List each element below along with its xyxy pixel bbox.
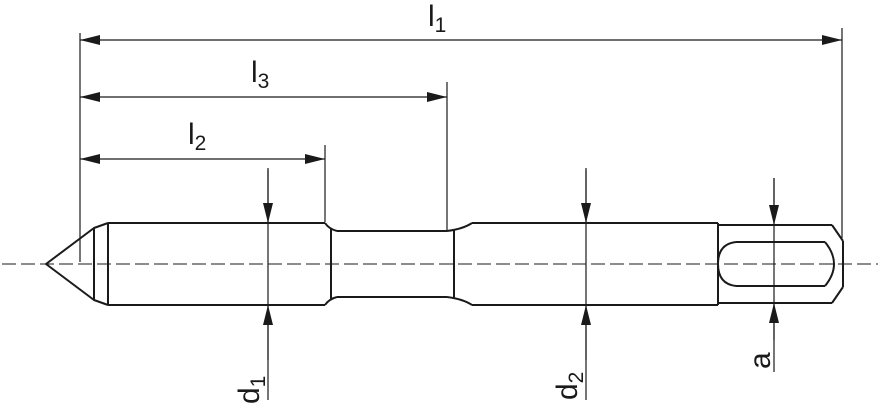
dimension-d1: d1 <box>233 170 273 404</box>
dim-l3-letter: l <box>251 56 258 89</box>
tool-outline <box>45 222 844 306</box>
svg-text:d1: d1 <box>233 376 270 404</box>
dim-l2-sub: 2 <box>195 132 207 155</box>
dim-a-letter: a <box>744 352 777 369</box>
extension-lines <box>79 28 843 400</box>
dim-d2-letter: d <box>551 383 584 400</box>
dimension-d2: d2 <box>551 170 591 400</box>
dimension-l2: l2 <box>80 118 325 164</box>
dim-d2-sub: 2 <box>565 372 588 384</box>
svg-text:l3: l3 <box>251 56 269 93</box>
svg-text:l2: l2 <box>188 118 206 155</box>
svg-text:a: a <box>744 352 777 369</box>
dim-l1-sub: 1 <box>435 14 447 37</box>
dim-l2-letter: l <box>188 118 195 151</box>
dim-l3-sub: 3 <box>258 70 270 93</box>
dim-d1-letter: d <box>233 387 266 404</box>
svg-text:l1: l1 <box>428 0 446 37</box>
dim-d1-sub: 1 <box>247 376 270 388</box>
dim-l1-letter: l <box>428 0 435 33</box>
dimension-a: a <box>744 178 779 369</box>
dimension-l1: l1 <box>80 0 842 45</box>
svg-text:d2: d2 <box>551 372 588 400</box>
dimension-l3: l3 <box>80 56 447 102</box>
